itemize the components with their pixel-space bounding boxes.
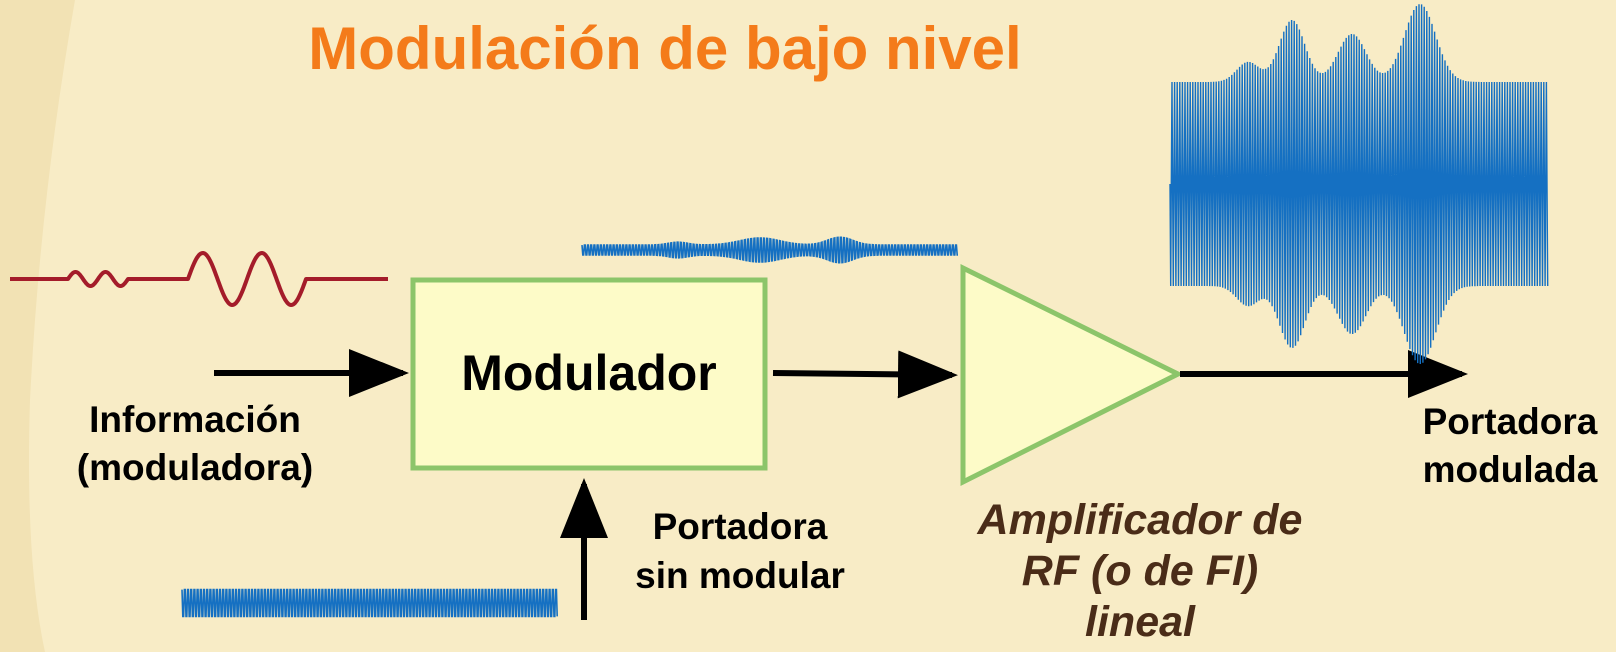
amplifier-label: Amplificador de RF (o de FI) lineal xyxy=(930,495,1350,648)
low-level-modulated-waveform xyxy=(581,236,958,264)
amplified-modulated-waveform xyxy=(1169,4,1549,365)
carrier-unmodulated-label: Portadora sin modular xyxy=(595,502,885,600)
information-label-line1: Información xyxy=(89,399,301,440)
output-label-line1: Portadora xyxy=(1422,401,1598,442)
carrier-label-line2: sin modular xyxy=(635,555,845,596)
amplifier-label-line3: lineal xyxy=(1085,598,1195,646)
left-edge-shading xyxy=(0,0,75,652)
output-label: Portadora modulada xyxy=(1390,398,1616,494)
information-label-line2: (moduladora) xyxy=(76,447,314,488)
amplifier-triangle xyxy=(960,263,1184,487)
modulator-box xyxy=(410,277,768,471)
modulator-to-amplifier-arrow xyxy=(772,350,958,399)
page-title: Modulación de bajo nivel xyxy=(308,15,1022,82)
amplifier-label-line2: RF (o de FI) xyxy=(1021,547,1259,595)
carrier-label-line1: Portadora xyxy=(652,506,828,547)
carrier-waveform xyxy=(181,588,558,618)
output-label-line2: modulada xyxy=(1422,449,1598,490)
information-label: Información (moduladora) xyxy=(50,396,340,492)
modulating-signal-waveform xyxy=(9,251,389,307)
modulator-label: Modulador xyxy=(461,345,717,401)
amplifier-label-line1: Amplificador de xyxy=(977,496,1303,544)
